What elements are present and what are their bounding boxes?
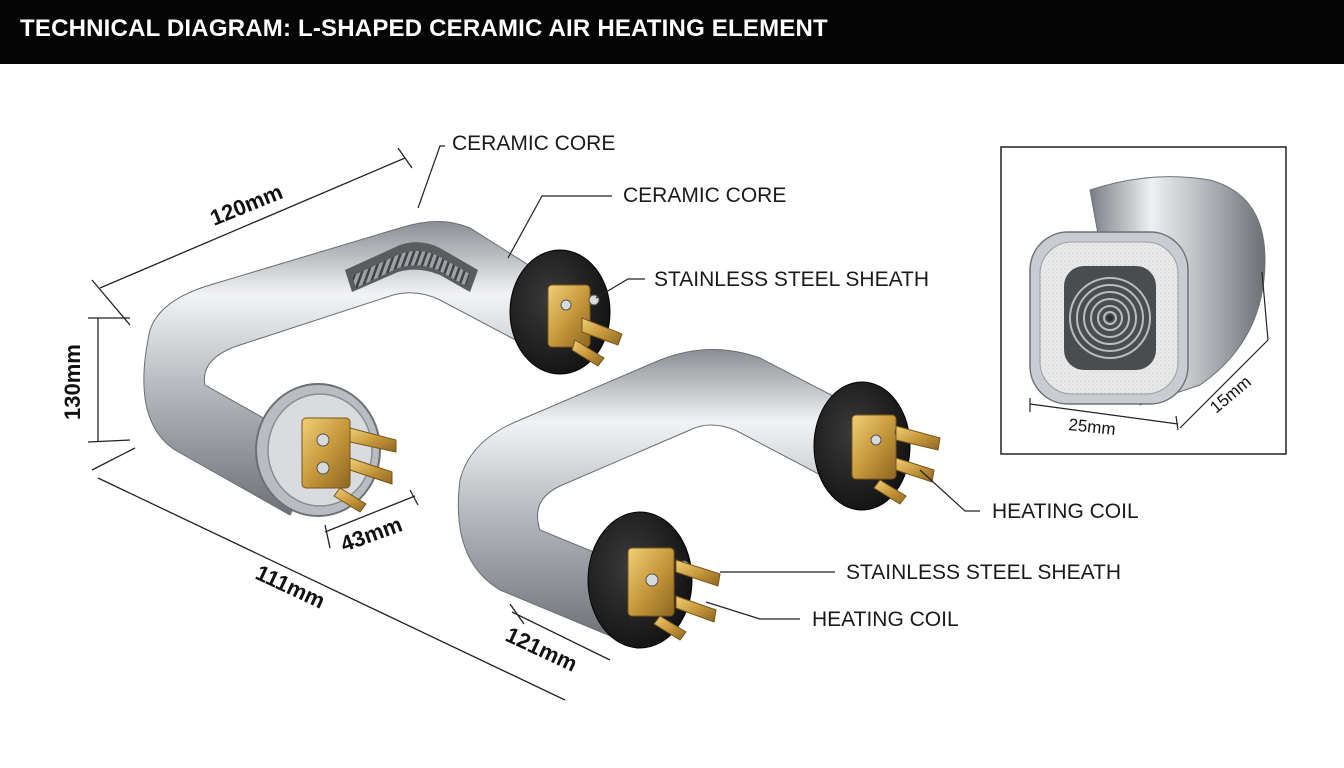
dim-end-depth: 43mm bbox=[337, 511, 405, 556]
tube-left-segment bbox=[143, 221, 561, 516]
cutaway-window bbox=[345, 242, 478, 292]
callout-ceramic-core-1: CERAMIC CORE bbox=[452, 132, 615, 155]
exposed-coil bbox=[352, 250, 470, 288]
callout-stainless-sheath-1: STAINLESS STEEL SHEATH bbox=[654, 268, 929, 291]
callout-stainless-sheath-2: STAINLESS STEEL SHEATH bbox=[846, 561, 1121, 584]
dim-height-left: 130mm bbox=[60, 344, 85, 420]
heating-element-lower bbox=[457, 348, 941, 649]
dim-length-bottom: 111mm bbox=[252, 560, 329, 614]
title-bar: TECHNICAL DIAGRAM: L-SHAPED CERAMIC AIR … bbox=[0, 0, 1344, 64]
coil-spiral bbox=[1069, 277, 1151, 359]
leader-lines bbox=[417, 145, 980, 620]
diagram-title: TECHNICAL DIAGRAM: L-SHAPED CERAMIC AIR … bbox=[20, 15, 828, 42]
callout-ceramic-core-2: CERAMIC CORE bbox=[623, 184, 786, 207]
dimension-lines bbox=[87, 147, 611, 701]
left-end-cap bbox=[255, 383, 397, 517]
callout-heating-coil-2: HEATING COIL bbox=[812, 608, 959, 631]
dim-section-width: 25mm bbox=[1068, 415, 1117, 439]
callout-heating-coil-1: HEATING COIL bbox=[992, 500, 1139, 523]
dim-length-top: 120mm bbox=[207, 179, 287, 231]
heating-element-upper bbox=[143, 221, 623, 517]
cross-section-inset: 25mm 15mm bbox=[1000, 146, 1287, 455]
dim-second-end: 121mm bbox=[502, 622, 581, 677]
lower-right-end-cap bbox=[813, 381, 941, 511]
right-end-cap bbox=[509, 249, 623, 375]
lower-left-end-cap bbox=[587, 511, 721, 649]
tube-body-lower bbox=[457, 348, 861, 641]
